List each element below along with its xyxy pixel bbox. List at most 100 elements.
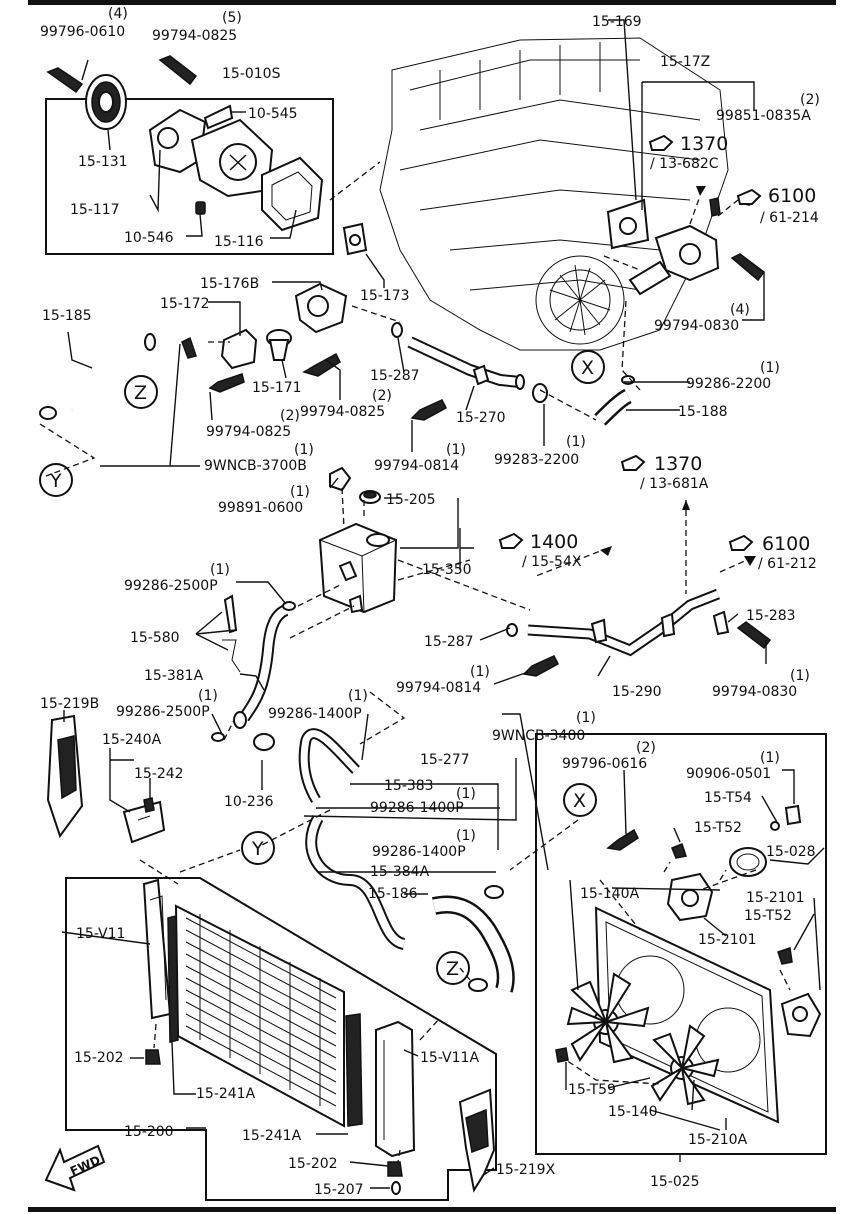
radiator-hose-15-186-part — [431, 885, 515, 993]
part-label: 15-188 — [678, 404, 728, 420]
forward-arrow-icon: FWD — [44, 1144, 106, 1192]
part-label: 15-169 — [592, 14, 642, 30]
callout-z-upper: Z — [124, 375, 158, 409]
main-water-pipe-part — [506, 588, 721, 657]
ref-page-label: 6100 — [762, 533, 810, 555]
part-label: 15-176B — [200, 276, 259, 292]
part-label: 15-173 — [360, 288, 410, 304]
outlet-gasket-rear-part — [606, 198, 650, 250]
part-label: 15-350 — [422, 562, 472, 578]
pipe-bolt-part — [410, 399, 447, 421]
part-label: 15-283 — [746, 608, 796, 624]
fan-bolt-b-15-T52-part — [777, 947, 793, 965]
part-label: 15-186 — [368, 886, 418, 902]
part-label: 15-287 — [370, 368, 420, 384]
part-label: 15-219X — [496, 1162, 556, 1178]
qty-label: (2) — [636, 740, 656, 756]
ref-label: / 15-54X — [522, 554, 582, 570]
qty-label: (2) — [280, 408, 300, 424]
part-label: 99794-0825 — [206, 424, 291, 440]
part-label: 15-383 — [384, 778, 434, 794]
svg-text:X: X — [573, 790, 586, 812]
part-label: 15-131 — [78, 154, 128, 170]
upper-bypass-hose-part — [39, 333, 156, 420]
pipe-clamp-part — [532, 383, 548, 403]
part-label: 15-241A — [196, 1086, 256, 1102]
part-label: 15-240A — [102, 732, 162, 748]
callout-x-lower: X — [563, 783, 597, 817]
part-label: 99794-0825 — [152, 28, 237, 44]
part-label: 10-546 — [124, 230, 174, 246]
part-label: 15-287 — [424, 634, 474, 650]
part-label: 15-205 — [386, 492, 436, 508]
fan-nut-90906-part — [784, 804, 802, 826]
part-label: 15-116 — [214, 234, 264, 250]
qty-label: (1) — [456, 828, 476, 844]
part-label: 99283-2200 — [494, 452, 579, 468]
heater-hose-15-384A-part — [305, 815, 407, 950]
fan-motor-b-15-2101-part — [780, 992, 822, 1038]
part-label: 99286-2500P — [124, 578, 218, 594]
part-label: 15-207 — [314, 1182, 364, 1198]
fan-bolt-15-T52-part — [671, 843, 687, 859]
pipe-bolt-0814-part — [522, 655, 559, 677]
part-label: 99286-2500P — [116, 704, 210, 720]
engine-block-outline — [379, 37, 729, 351]
fan-group-box — [535, 733, 827, 1155]
qty-label: (1) — [210, 562, 230, 578]
part-label: 15-210A — [688, 1132, 748, 1148]
part-label: 15-T59 — [568, 1082, 616, 1098]
housing-bolt-part — [302, 352, 341, 377]
part-label: 99796-0610 — [40, 24, 125, 40]
radiator-right-tank-part — [375, 1020, 416, 1158]
pulley-bolt-part — [46, 67, 84, 94]
part-label: 15-202 — [74, 1050, 124, 1066]
ref-label: / 61-212 — [758, 556, 817, 572]
part-label: 15-381A — [144, 668, 204, 684]
water-pipe-part — [407, 336, 525, 390]
radiator-drain-plug-b-part — [387, 1161, 403, 1177]
fan-blade-large-part — [566, 972, 650, 1064]
o-ring-part — [391, 322, 403, 338]
svg-text:Z: Z — [446, 958, 459, 980]
part-label: 99891-0600 — [218, 500, 303, 516]
part-label: 15-384A — [370, 864, 430, 880]
housing-bolt-b-part — [208, 373, 245, 393]
part-label: 15-580 — [130, 630, 180, 646]
radiator-drain-plug-part — [145, 1049, 161, 1065]
thermostat-cover-part — [294, 282, 348, 334]
qty-label: (2) — [372, 388, 392, 404]
dowel-part — [195, 201, 206, 215]
part-label: 15-185 — [42, 308, 92, 324]
water-pump-part — [148, 104, 274, 198]
ref-label: / 13-682C — [650, 156, 719, 172]
part-label: 15-010S — [222, 66, 281, 82]
qty-label: (4) — [730, 302, 750, 318]
qty-label: (1) — [446, 442, 466, 458]
qty-label: (4) — [108, 6, 128, 22]
part-label: 15-V11 — [76, 926, 125, 942]
part-label: 99794-0814 — [396, 680, 481, 696]
bolt-99796-0616-part — [606, 828, 639, 851]
heater-hose-15-383-part — [298, 728, 360, 803]
part-label: 15-V11A — [420, 1050, 479, 1066]
part-label: 15-200 — [124, 1124, 174, 1140]
qty-label: (1) — [760, 750, 780, 766]
thermostat-part — [266, 329, 292, 361]
callout-x-upper: X — [571, 350, 605, 384]
o-ring-15-207-part — [391, 1181, 401, 1195]
pump-bolt-part — [158, 55, 198, 86]
ref-page-label: 1400 — [530, 531, 578, 553]
clip-part — [181, 336, 197, 359]
dashed-assembly-lines — [39, 161, 791, 1163]
radiator-side-tank-part — [142, 878, 172, 1020]
reservoir-hose-part — [222, 594, 296, 729]
qty-label: (1) — [576, 710, 596, 726]
part-labels: (4) 99796-0610 (5) 99794-0825 15-010S 10… — [40, 6, 820, 1198]
fan-washer-15-T54-part — [770, 821, 780, 831]
part-label: 99851-0835A — [716, 108, 811, 124]
pump-pulley-part — [85, 74, 127, 130]
fan-nut-15-T59-part — [555, 1047, 569, 1063]
fan-cap-15-028-part — [729, 847, 767, 877]
part-label: 9WNCB-3700B — [204, 458, 307, 474]
